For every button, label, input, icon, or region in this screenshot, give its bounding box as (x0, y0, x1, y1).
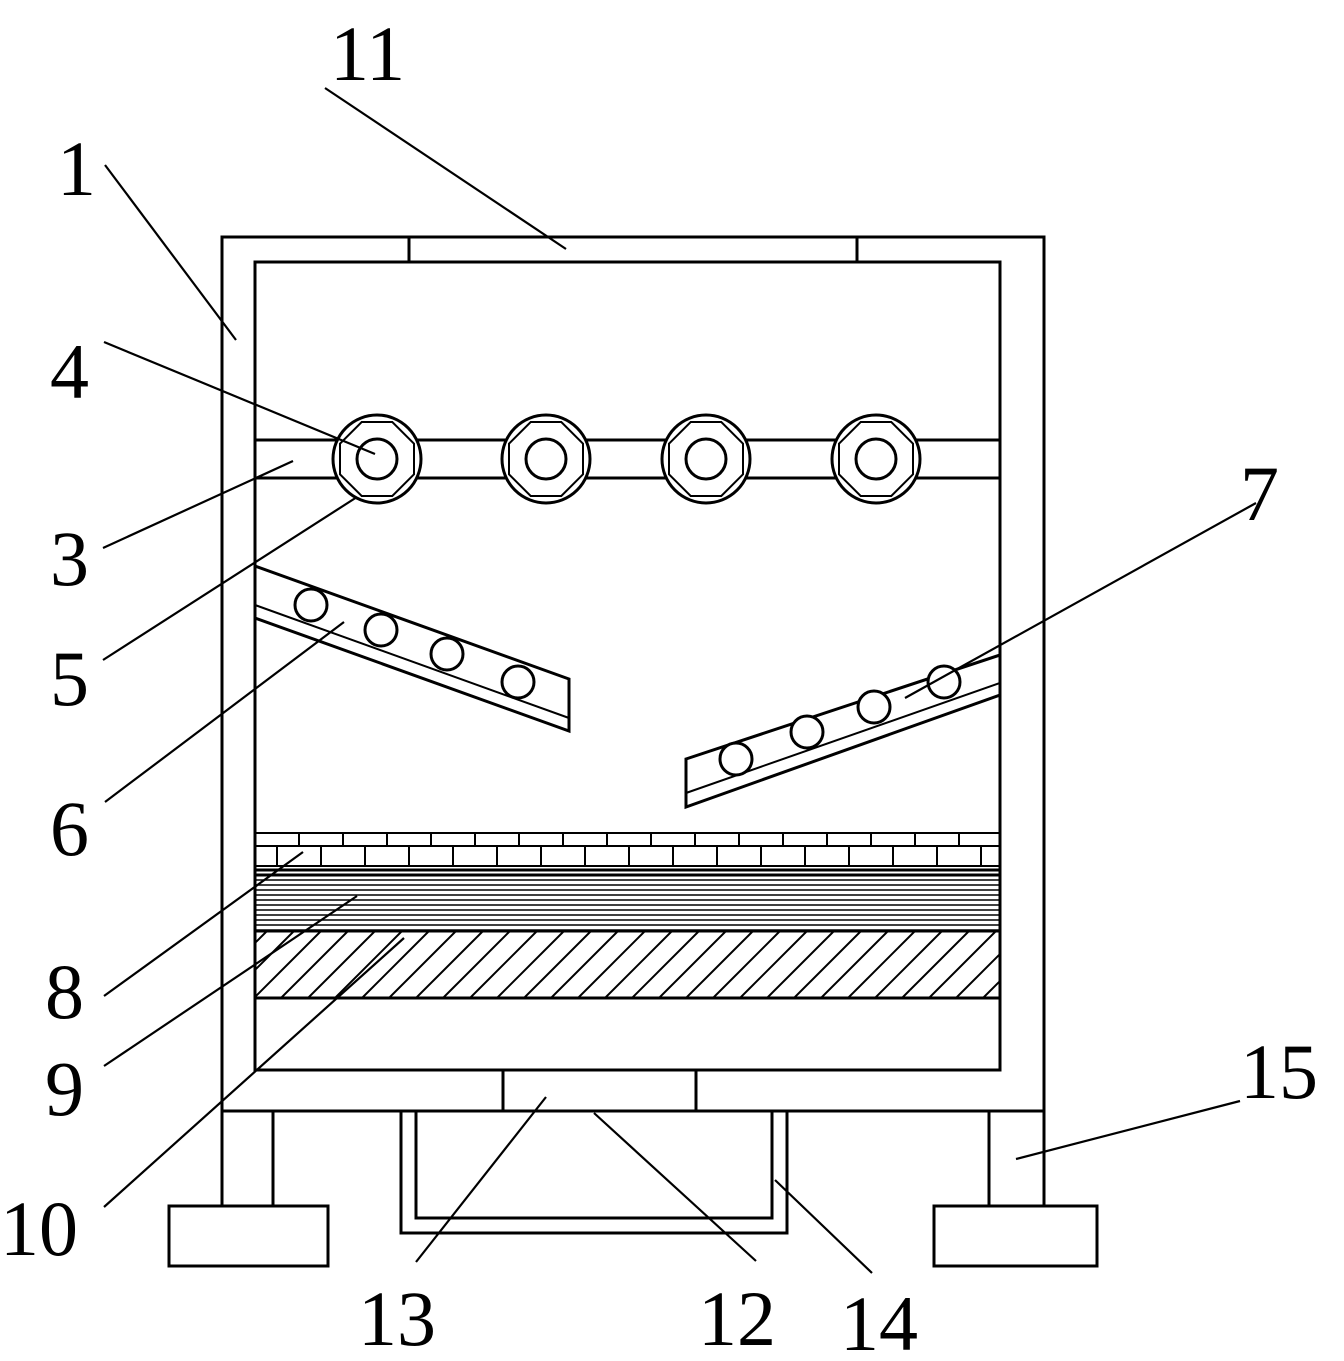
label-3: 3 (50, 515, 89, 602)
roller (830, 413, 922, 505)
label-6: 6 (50, 785, 89, 872)
label-8: 8 (45, 948, 84, 1035)
ball (500, 664, 536, 700)
hatched-layer (253, 929, 1002, 1000)
roller (331, 413, 423, 505)
fine-filter-layer (255, 868, 1000, 931)
label-10: 10 (0, 1185, 78, 1272)
label-9: 9 (45, 1045, 84, 1132)
part-labels: 1 11 4 3 5 6 7 8 9 10 13 12 14 15 (0, 10, 1318, 1361)
collection-box (399, 1111, 789, 1235)
label-11: 11 (330, 10, 405, 97)
right-plate-balls (718, 664, 962, 777)
right-foot (932, 1204, 1099, 1268)
left-inclined-plate (255, 564, 571, 734)
label-5: 5 (50, 635, 89, 722)
label-4: 4 (50, 328, 89, 415)
label-12: 12 (698, 1275, 776, 1361)
leader-lines (102, 87, 1257, 1274)
top-inlet (407, 234, 859, 265)
roller-row (331, 413, 922, 505)
label-1: 1 (57, 125, 96, 212)
left-foot (167, 1204, 330, 1268)
label-15: 15 (1240, 1028, 1318, 1115)
ball (718, 741, 754, 777)
label-7: 7 (1240, 450, 1279, 537)
support-legs (167, 1111, 1099, 1268)
mesh-layer (254, 832, 1000, 867)
ball (363, 612, 399, 648)
ball (926, 664, 962, 700)
label-14: 14 (840, 1280, 918, 1361)
label-13: 13 (358, 1275, 436, 1361)
ball (789, 714, 825, 750)
bottom-outlet (501, 1067, 698, 1114)
ball (293, 587, 329, 623)
left-plate-balls (293, 587, 536, 700)
ball (856, 689, 892, 725)
roller (660, 413, 752, 505)
right-inclined-plate (684, 653, 1000, 810)
roller (500, 413, 592, 505)
ball (429, 636, 465, 672)
